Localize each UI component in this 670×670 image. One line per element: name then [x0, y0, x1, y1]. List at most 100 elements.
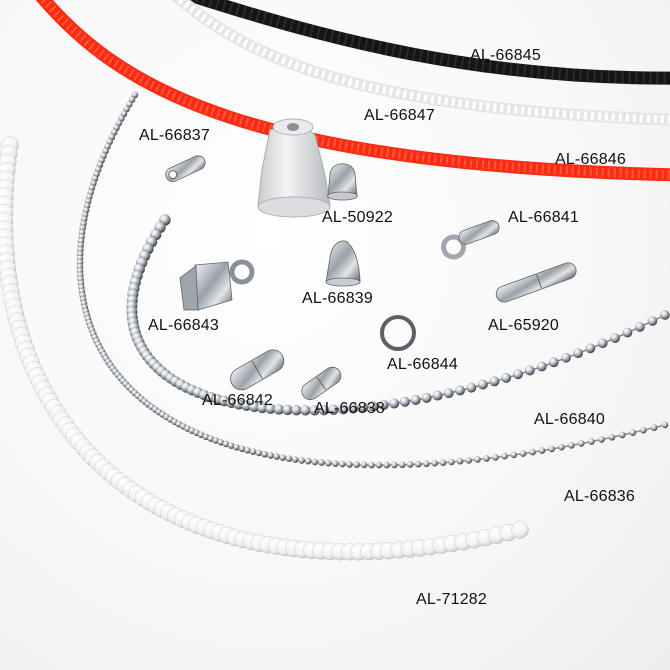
large-chain-bead [536, 361, 547, 372]
large-chain-bead [622, 327, 633, 338]
metal-bracket-part [179, 259, 255, 311]
large-chain-bead [358, 402, 369, 413]
white-cord-texture [174, 0, 670, 124]
small-chain-bead [304, 457, 312, 465]
small-chain-bead [368, 461, 375, 469]
large-ball-chain [126, 214, 670, 416]
large-chain-bead [368, 401, 379, 412]
small-chain-bead [255, 449, 263, 457]
small-chain-bead [244, 446, 251, 454]
small-chain-bead [492, 453, 499, 461]
large-chain-bead [466, 382, 477, 393]
label-al-66847: AL-66847 [364, 107, 435, 124]
label-al-66837: AL-66837 [139, 127, 210, 144]
label-al-66844: AL-66844 [387, 356, 458, 373]
metal-cap-part [327, 163, 358, 201]
chain-connector-part-large [230, 349, 285, 391]
small-chain-bead [448, 458, 455, 466]
metal-bell-part [325, 240, 361, 287]
small-chain-bead [431, 459, 439, 467]
label-al-66839: AL-66839 [302, 290, 373, 307]
small-chain-bead [661, 421, 669, 429]
large-chain-bead [291, 405, 302, 416]
plastic-cone-part [257, 118, 331, 218]
small-chain-bead [474, 456, 481, 463]
small-chain-bead [598, 436, 605, 443]
large-chain-bead [477, 379, 488, 390]
small-ball-chain [76, 91, 669, 469]
small-chain-bead [375, 461, 383, 469]
small-chain-bead [398, 461, 406, 469]
small-chain-bead [353, 461, 361, 469]
small-chain-bead [298, 457, 306, 464]
label-al-50922: AL-50922 [322, 209, 393, 226]
large-chain-bead [524, 365, 535, 376]
small-chain-bead [318, 459, 325, 466]
label-al-66846: AL-66846 [555, 151, 626, 168]
small-chain-bead [406, 461, 414, 468]
small-chain-bead [261, 450, 269, 458]
small-chain-bead [439, 459, 447, 467]
small-chain-bead [588, 438, 595, 445]
small-chain-bead [629, 429, 637, 437]
label-al-66845: AL-66845 [470, 47, 541, 64]
large-chain-bead [378, 399, 389, 411]
small-chain-bead [324, 459, 332, 467]
loop-connector-part [441, 220, 500, 260]
small-chain-bead [519, 450, 527, 457]
white-chain-bead [511, 521, 529, 539]
small-chain-bead [311, 458, 319, 466]
large-chain-bead [512, 369, 524, 380]
small-chain-bead [456, 457, 464, 465]
small-chain-bead [483, 455, 490, 462]
large-chain-bead [489, 376, 500, 387]
small-chain-bead [422, 460, 430, 468]
small-chain-bead [558, 443, 565, 451]
small-chain-bead [285, 455, 293, 463]
small-chain-bead [390, 461, 398, 469]
large-chain-bead [634, 322, 645, 332]
small-chain-bead [414, 460, 422, 468]
large-chain-bead [561, 352, 571, 363]
large-chain-bead [443, 388, 454, 399]
label-al-65920: AL-65920 [488, 317, 559, 334]
black-cord [185, 0, 670, 85]
small-chain-bead [640, 426, 647, 434]
small-chain-bead [618, 431, 626, 439]
label-al-66841: AL-66841 [508, 209, 579, 226]
large-chain-bead [421, 392, 432, 404]
label-al-66840: AL-66840 [534, 411, 605, 428]
tube-connector-part [495, 262, 577, 303]
small-chain-bead [291, 456, 299, 463]
large-chain-bead [548, 357, 559, 368]
label-al-66843: AL-66843 [148, 317, 219, 334]
small-chain-bead [249, 448, 257, 456]
large-chain-bead [647, 316, 658, 327]
small-chain-bead [608, 433, 616, 441]
large-chain-bead [573, 348, 584, 359]
small-chain-bead [360, 461, 368, 469]
split-ring-part [380, 315, 416, 351]
small-chain-bead [465, 456, 473, 464]
small-clip-part [165, 155, 206, 182]
large-chain-bead [300, 405, 311, 416]
large-chain-bead [597, 338, 608, 349]
small-chain-bead [331, 460, 339, 468]
white-bead-chain [0, 136, 529, 561]
chain-connector-part-small [301, 366, 342, 401]
small-chain-bead [577, 440, 585, 447]
red-cord-texture [38, 0, 670, 180]
small-chain-bead [510, 451, 518, 459]
small-chain-bead [650, 424, 658, 432]
label-al-66838: AL-66838 [314, 400, 385, 417]
small-chain-bead [568, 441, 575, 449]
small-chain-bead [273, 453, 280, 460]
label-al-66842: AL-66842 [202, 392, 273, 409]
label-al-66836: AL-66836 [564, 488, 635, 505]
large-chain-bead [432, 390, 443, 401]
small-chain-bead [538, 447, 546, 454]
small-chain-bead [501, 452, 508, 460]
small-chain-bead [346, 461, 353, 468]
